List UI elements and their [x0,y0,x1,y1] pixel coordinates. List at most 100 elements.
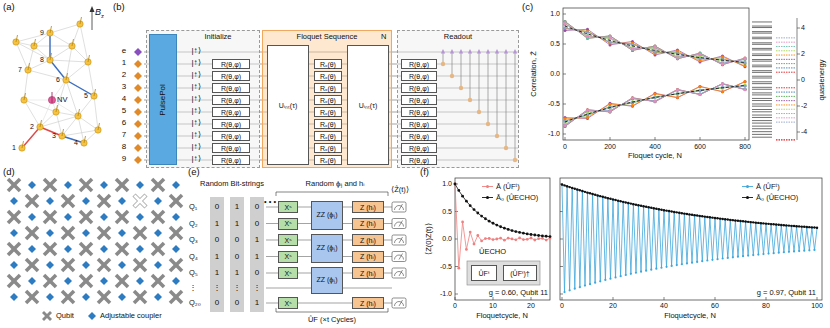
data-marker [564,125,567,128]
data-marker [645,206,647,208]
line-stroke [152,243,164,255]
data-marker [813,226,815,228]
spin-icon [134,108,142,116]
coupler-diamond [118,261,126,269]
line-stroke [752,134,772,135]
line-stroke [66,80,94,96]
data-marker [699,53,702,56]
line-stroke [62,227,74,239]
text-label: 0 [235,253,239,261]
node-text: ÛFᵗ [479,270,490,277]
text-label: 1 [235,203,239,211]
data-marker [688,213,690,215]
data-marker [564,23,567,26]
text-label: 3 [52,132,56,139]
data-marker [744,57,747,60]
text-label: |↑⟩ [191,155,200,163]
line-stroke [8,243,20,255]
data-marker [586,30,589,33]
data-marker [650,269,652,271]
spin-icon [134,132,142,140]
data-marker [678,212,680,214]
data-marker [457,267,460,270]
line-stroke [752,76,772,77]
node-text: Z (hᵢ) [360,237,376,244]
gate-box: R(θ,φ) [401,71,437,81]
text-label: quasienergy [818,60,826,101]
line-stroke [134,291,146,303]
line-stroke [752,111,772,112]
gate-box: ZZ (ϕᵢⱼ) [311,201,343,230]
text-label: -0.5 [548,100,560,107]
data-marker [654,99,657,102]
line-stroke [776,42,795,43]
text-label: 0.0 [442,235,452,242]
data-marker [591,193,593,195]
text-label: Correlation, Z̄ [530,51,538,96]
line-stroke [98,123,100,130]
line-stroke [66,62,88,80]
data-marker [581,191,583,193]
line-stroke [752,128,772,129]
text-label: 0 [563,143,567,150]
text-label: 3 [122,83,126,91]
node-text: Xˢ [284,220,291,227]
line-stroke [26,227,38,239]
node-text: Z (hᵢ) [360,270,376,277]
line-stroke [116,243,128,255]
coupler-diamond [46,229,54,237]
data-marker [696,214,698,216]
line-stroke [170,227,182,239]
legend-text: Ā (ÛFᵗ) [496,183,520,191]
coupler-diamond [82,261,90,269]
data-marker [676,56,679,59]
coupler-diamond [10,229,18,237]
line-stroke [134,259,146,271]
line-stroke [98,227,110,239]
data-marker [742,220,744,222]
data-marker [654,46,657,49]
data-marker [699,93,702,96]
data-marker [686,262,688,264]
data-marker [640,271,642,273]
line-stroke [116,275,128,287]
text-label: Q₃ [189,236,198,244]
text-label: 0 [215,203,219,211]
node-text: Xˢ [284,237,291,244]
data-marker [811,226,813,228]
data-curve [565,84,745,125]
line-stroke [776,50,795,51]
data-marker [533,234,536,237]
text-label: 1 [12,144,16,151]
data-marker [721,63,724,66]
line-stroke [28,70,66,80]
gate-box: Rₓ(θ) [314,107,342,117]
coupler-diamond [46,293,54,301]
gate-box: (ÛFᵗ)† [503,265,537,281]
line-stroke [22,127,40,148]
line-stroke [44,275,56,287]
data-marker [581,190,583,192]
data-marker [476,212,479,215]
data-marker [465,248,468,251]
line-stroke [40,127,62,136]
line-stroke [94,96,98,130]
data-marker [457,189,460,192]
data-marker [614,276,616,278]
data-marker [530,233,533,236]
node-text: Uᵢₙₜ(τ) [279,102,298,109]
data-marker [790,225,792,227]
line-stroke [152,211,164,223]
line-stroke [84,136,86,143]
line-stroke [80,211,92,223]
data-marker [660,267,662,269]
gate-box: ZZ (ϕᵢⱼ) [311,267,343,294]
legend-text: Adjustable coupler [100,312,162,320]
line-stroke [797,18,798,140]
data-marker [721,83,724,86]
line-stroke [776,113,795,114]
data-marker [706,216,708,218]
node-text: R(θ,φ) [221,145,241,152]
line-stroke [752,70,772,71]
data-marker [688,214,690,216]
